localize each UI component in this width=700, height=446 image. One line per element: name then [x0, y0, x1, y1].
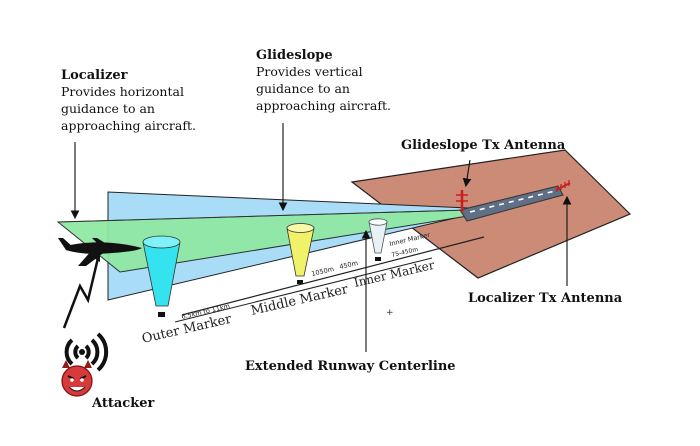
glideslope-tx-antenna-icon [456, 190, 468, 213]
glideslope-desc-line1: Provides vertical [256, 64, 363, 79]
inner-marker-beacon [368, 218, 388, 261]
extended-runway-centerline-label: Extended Runway Centerline [245, 359, 456, 374]
localizer-desc-line1: Provides horizontal [61, 84, 184, 99]
middle-marker-label: Middle Marker [250, 282, 351, 319]
glideslope-desc-line3: approaching aircraft. [256, 98, 391, 113]
extended-runway-centerline [181, 236, 485, 316]
lightning-bolt-icon [62, 257, 100, 329]
radio-waves-icon [64, 332, 109, 372]
localizer-tx-antenna-icon [555, 180, 571, 192]
marker-distance-line [174, 257, 433, 323]
glideslope-desc-line2: guidance to an [256, 81, 350, 96]
inner-distance-label: 450m [339, 259, 359, 271]
glideslope-title: Glideslope [256, 48, 333, 63]
devil-face-icon [61, 360, 93, 397]
inner-marker-small-label: Inner Marker [389, 231, 431, 248]
localizer-title: Localizer [61, 68, 128, 83]
glideslope-top-edge [57, 209, 469, 223]
localizer-annotation: Localizer Provides horizontal guidance t… [61, 68, 196, 134]
glideslope-tx-antenna-label: Glideslope Tx Antenna [401, 138, 566, 153]
small-marker-dot: + [386, 308, 394, 318]
localizer-desc-line3: approaching aircraft. [61, 118, 196, 133]
glideslope-tx-pointer-arrow [462, 159, 472, 188]
localizer-desc-line2: guidance to an [61, 101, 155, 116]
glideslope-annotation: Glideslope Provides vertical guidance to… [256, 48, 391, 114]
inner-marker-label: Inner Marker [353, 258, 436, 290]
runway [459, 185, 564, 222]
localizer-tx-antenna-label: Localizer Tx Antenna [468, 291, 623, 306]
outer-marker-beacon [142, 235, 181, 317]
middle-marker-beacon [286, 223, 315, 284]
attacker-label: Attacker [92, 396, 155, 411]
runway-centerline [469, 190, 556, 213]
